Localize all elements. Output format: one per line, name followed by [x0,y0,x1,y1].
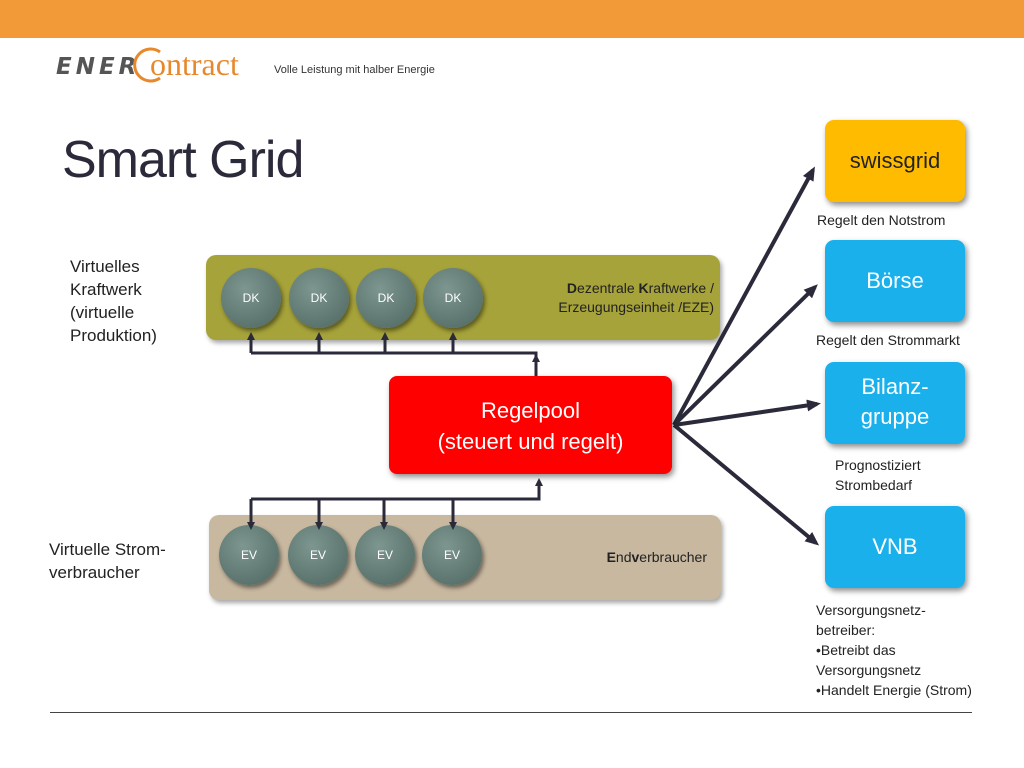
label-line: Produktion) [70,326,157,345]
regelpool-title: Regelpool [480,398,581,423]
vnb-label: VNB [872,534,918,559]
label-line: Virtuelle Strom- [49,540,166,559]
label-part: ezentrale [577,280,639,296]
vnb-caption: Versorgungsnetz- betreiber: •Betreibt da… [816,600,972,700]
label-initial: D [566,280,578,296]
logo-c-arc-icon [133,47,161,83]
regelpool-box: Regelpool (steuert und regelt) [389,376,672,474]
boerse-box: Börse [825,240,965,322]
logo-contract-text: ontract [150,46,239,82]
tagline: Volle Leistung mit halber Energie [274,64,435,76]
dk-node: DK [356,268,416,328]
producer-group-label: Dezentrale Kraftwerke / Erzeugungseinhei… [558,279,714,317]
boerse-caption: Regelt den Strommarkt [816,332,960,348]
producer-bus-line [251,351,538,376]
label-line: verbraucher [49,563,140,582]
label-line: Virtuelles [70,257,140,276]
ev-node: EV [355,525,415,585]
boerse-label: Börse [866,268,924,293]
vnb-box: VNB [825,506,965,588]
caption-line: betreiber: [816,622,876,638]
ev-node: EV [219,525,279,585]
label-initial: E [606,549,616,565]
caption-line: •Betreibt das [816,642,896,658]
regelpool-subtitle: (steuert und regelt) [437,429,624,454]
swissgrid-label: swissgrid [849,148,941,173]
swissgrid-caption: Regelt den Notstrom [817,212,946,228]
producer-group: DK DK DK DK Dezentrale Kraftwerke / Erze… [206,255,720,340]
consumer-bus-line [251,484,541,501]
logo-ener-text: ENER [56,54,141,80]
label-line: (virtuelle [70,303,135,322]
label-part: nd [615,549,632,565]
dk-node: DK [221,268,281,328]
dk-node: DK [423,268,483,328]
label-initial: v [631,549,640,565]
ev-node: EV [422,525,482,585]
consumer-group: EV EV EV EV Endverbraucher [209,515,721,600]
arrow-to-bilanzgruppe [673,399,821,427]
virtual-consumers-label: Virtuelle Strom- verbraucher [49,538,166,584]
label-part: Erzeugungseinheit /EZE) [558,299,714,315]
caption-line: Versorgungsnetz [816,662,922,678]
bilanzgruppe-caption: Prognostiziert Strombedarf [835,455,921,495]
bilanzgruppe-label: Bilanz- gruppe [825,372,965,432]
caption-line: Versorgungsnetz- [816,602,926,618]
label-part: erbraucher [639,549,707,565]
arrow-to-vnb [672,423,820,546]
caption-line: Prognostiziert [835,457,921,473]
footer-divider [50,712,972,713]
caption-line: •Handelt Energie (Strom) [816,682,972,698]
label-part: raftwerke / [648,280,714,296]
dk-node: DK [289,268,349,328]
virtual-plant-label: Virtuelles Kraftwerk (virtuelle Produkti… [70,255,157,347]
label-initial: K [638,280,649,296]
swissgrid-box: swissgrid [825,120,965,202]
ev-node: EV [288,525,348,585]
arrow-to-boerse [672,284,818,427]
bilanzgruppe-box: Bilanz- gruppe [825,362,965,444]
label-line: Bilanz- [861,374,929,399]
slide-title: Smart Grid [62,131,304,189]
label-line: Kraftwerk [70,280,142,299]
consumer-group-label: Endverbraucher [607,548,707,567]
label-line: gruppe [860,404,930,429]
caption-line: Strombedarf [835,477,913,493]
top-accent-bar [0,0,1024,38]
arrow-to-swissgrid [672,166,815,426]
